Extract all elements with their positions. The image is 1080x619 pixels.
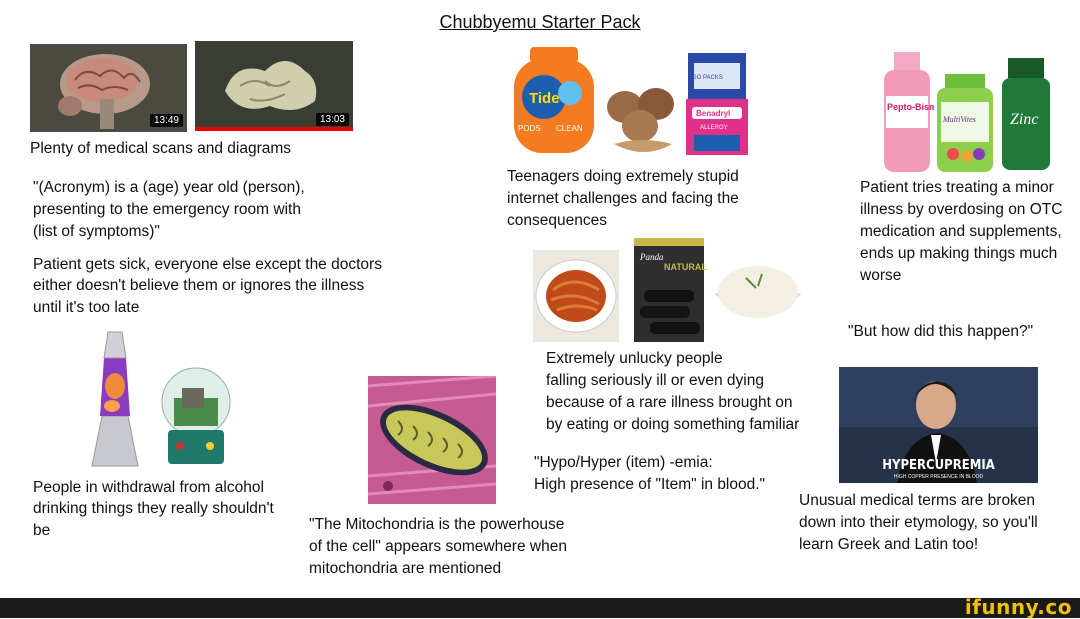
unlucky-text-3: because of a rare illness brought on (546, 394, 793, 411)
page-title: Chubbyemu Starter Pack (439, 12, 641, 32)
mito-text-1: "The Mitochondria is the powerhouse (309, 516, 565, 533)
nutmeg-image (607, 88, 674, 152)
withdrawal-text-1: People in withdrawal from alcohol (33, 479, 264, 496)
host-image (839, 367, 1038, 483)
acronym-text-1: "(Acronym) is a (age) year old (person), (33, 179, 305, 196)
snow-globe-image (161, 367, 231, 464)
video-duration: 13:49 (149, 114, 183, 127)
otc-text-3: medication and supplements, (860, 223, 1062, 240)
unlucky-text-4: by eating or doing something familiar (546, 416, 800, 433)
footer-bar: ifunny.co (0, 595, 1080, 619)
licorice-image: Panda NATURAL (634, 238, 707, 342)
svg-text:Pepto-Bismol: Pepto-Bismol (887, 102, 934, 112)
diagram-thumbnail[interactable]: 13:03 (195, 41, 353, 131)
svg-text:ALLERGY: ALLERGY (700, 125, 728, 131)
brain-scan-image (30, 44, 187, 132)
hypo-text-1: "Hypo/Hyper (item) -emia: (534, 454, 713, 471)
otc-text-2: illness by overdosing on OTC (860, 201, 1063, 218)
svg-text:GO PACKS: GO PACKS (692, 75, 723, 81)
svg-text:NATURAL: NATURAL (664, 262, 707, 272)
video-still-thumbnail[interactable]: HYPERCUPREMIA HIGH COPPER PRESENCE IN BL… (839, 367, 1038, 483)
acronym-text-3: (list of symptoms)" (33, 223, 160, 240)
svg-text:Zinc: Zinc (1010, 111, 1038, 128)
mitochondria-image (368, 376, 496, 504)
withdrawal-text-2: drinking things they really shouldn't (33, 500, 274, 517)
brain-scan-thumbnail[interactable]: 13:49 (30, 44, 187, 132)
progress-bar (195, 127, 353, 131)
hypo-text-2: High presence of "Item" in blood." (534, 476, 766, 493)
benadryl-image: GO PACKS Benadryl ALLERGY (686, 53, 748, 155)
svg-text:CLEAN: CLEAN (556, 124, 583, 133)
otc-text-1: Patient tries treating a minor (860, 179, 1054, 196)
pepto-bismol-image: Pepto-Bismol (884, 52, 934, 172)
otc-text-5: worse (860, 267, 902, 284)
terms-text-1: Unusual medical terms are broken (799, 492, 1036, 509)
unlucky-text-2: falling seriously ill or even dying (546, 372, 764, 389)
watermark-logo[interactable]: ifunny.co (964, 595, 1072, 619)
lava-lamp-image (91, 331, 139, 467)
withdrawal-text-3: be (33, 522, 51, 539)
video-caption-main: HYPERCUPREMIA (882, 458, 995, 473)
svg-text:MultiVites: MultiVites (942, 115, 976, 124)
how-happen-text: "But how did this happen?" (848, 323, 1034, 340)
otc-text-4: ends up making things much (860, 245, 1058, 262)
mito-text-2: of the cell" appears somewhere when (309, 538, 567, 555)
acronym-text-2: presenting to the emergency room with (33, 201, 301, 218)
zinc-bottle-image: Zinc (1002, 58, 1050, 170)
doctors-text-1: Patient gets sick, everyone else except … (33, 256, 382, 273)
mito-text-3: mitochondria are mentioned (309, 560, 502, 577)
teen-text-2: internet challenges and facing the (507, 190, 739, 207)
multivites-image: MultiVites (937, 74, 993, 172)
terms-text-3: learn Greek and Latin too! (799, 536, 979, 553)
tide-logo-text: Tide (529, 90, 560, 107)
terms-text-2: down into their etymology, so you'll (799, 514, 1038, 531)
teen-text-3: consequences (507, 212, 607, 229)
diagram-image (195, 41, 353, 131)
doctors-text-2: either doesn't believe them or ignores t… (33, 277, 365, 294)
svg-text:Benadryl: Benadryl (696, 109, 730, 118)
video-caption-sub: HIGH COPPER PRESENCE IN BLOOD (893, 474, 984, 480)
scans-caption: Plenty of medical scans and diagrams (30, 140, 292, 157)
svg-text:Panda: Panda (639, 252, 664, 262)
doctors-text-3: until it's too late (33, 299, 140, 316)
unlucky-text-1: Extremely unlucky people (546, 350, 723, 367)
rice-bowl-image (714, 266, 802, 318)
teen-text-1: Teenagers doing extremely stupid (507, 168, 739, 185)
pasta-image (533, 250, 619, 342)
tide-pods-image: Tide PODS CLEAN (514, 47, 594, 153)
svg-text:PODS: PODS (518, 124, 541, 133)
video-duration: 13:03 (315, 113, 349, 126)
